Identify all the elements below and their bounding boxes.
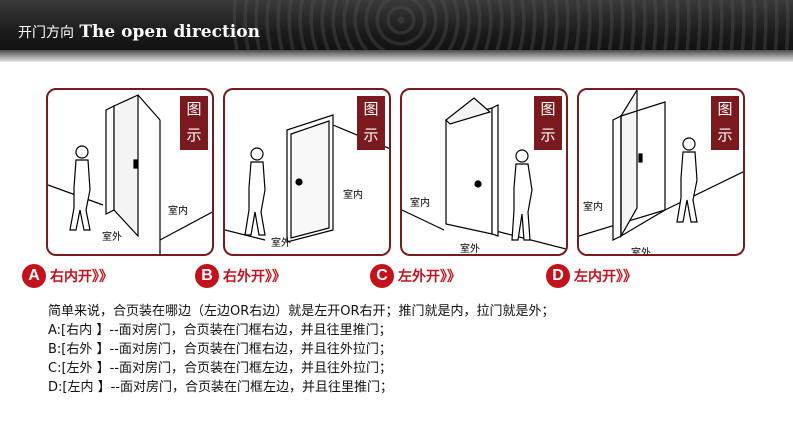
inside-label: 室内 [583,202,603,213]
badge: 图示 [180,96,208,150]
panel-a: 图示 室内 室外 [46,88,214,256]
door-diagram-a-icon [48,94,212,254]
header-banner: 开门方向 The open direction [0,0,793,62]
title-cn: 开门方向 [18,25,74,41]
door-diagram-b-icon [225,114,389,243]
label-text: 左内开》》 [574,269,637,285]
description-line: B:[右外 】--面对房门，合页装在门框右边，并且往外拉门； [48,342,392,357]
panel-d: 图示 室内 室外 [577,88,745,256]
badge: 图示 [534,96,562,150]
panel-c: 图示 室内 室外 [400,88,568,256]
description: 简单来说，合页装在哪边（左边OR右边）就是左开OR右开；推门就是内，拉门就是外；… [48,302,555,397]
letter-circle: D [546,264,570,288]
letter-circle: B [195,264,219,288]
inside-label: 室内 [343,190,363,201]
outside-label: 室外 [631,248,651,256]
label-text: 左外开》》 [398,269,461,285]
label-b: B 右外开》》 [195,262,286,290]
letter-circle: C [370,264,394,288]
label-text: 右内开》》 [50,269,113,285]
outside-label: 室外 [102,232,122,243]
label-c: C 左外开》》 [370,262,461,290]
inside-label: 室内 [168,206,188,217]
banner-shadow [0,50,793,62]
label-a: A 右内开》》 [22,262,113,290]
description-line: C:[左外 】--面对房门，合页装在门框左边，并且往外拉门； [48,361,393,376]
label-text: 右外开》》 [223,269,286,285]
description-line: 简单来说，合页装在哪边（左边OR右边）就是左开OR右开；推门就是内，拉门就是外； [48,304,555,319]
description-line: D:[左内 】--面对房门，合页装在门框左边，并且往里推门； [48,380,393,395]
inside-label: 室内 [410,198,430,209]
label-d: D 左内开》》 [546,262,637,290]
door-diagram-d-icon [579,90,743,241]
description-line: A:[右内 】--面对房门，合页装在门框右边，并且往里推门； [48,323,392,338]
title-en: The open direction [79,22,260,42]
panel-b: 图示 室内 室外 [223,88,391,256]
page-title: 开门方向 The open direction [18,22,260,42]
badge: 图示 [711,96,739,150]
door-diagram-c-icon [402,97,566,250]
letter-circle: A [22,264,46,288]
badge: 图示 [357,96,385,150]
outside-label: 室外 [271,238,291,249]
banner-pattern [233,0,793,50]
outside-label: 室外 [460,244,480,255]
